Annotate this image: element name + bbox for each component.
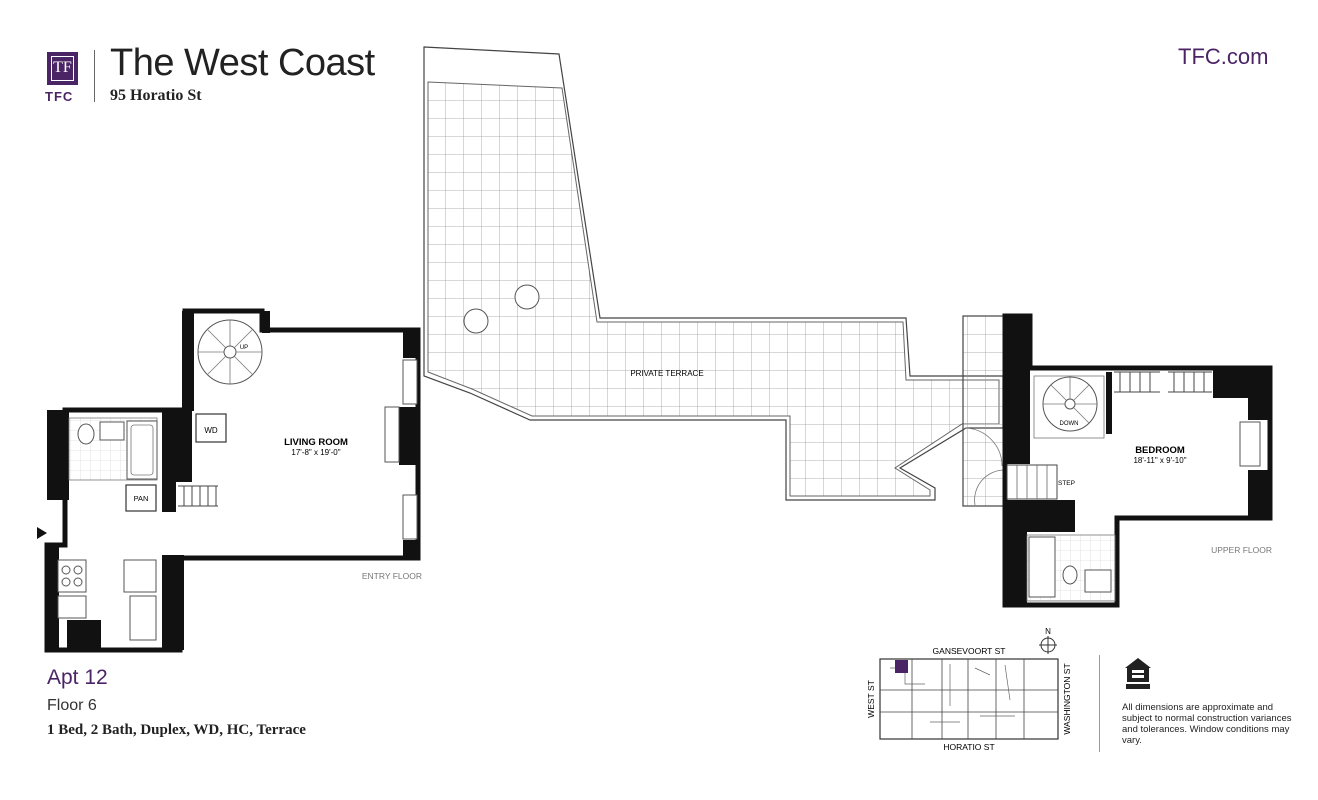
entry-floor-label: ENTRY FLOOR xyxy=(362,571,422,581)
step-label: STEP xyxy=(1058,480,1075,487)
header-divider xyxy=(94,50,95,102)
upper-floor-plan xyxy=(1002,313,1273,608)
bedroom-dims: 18'-11" x 9'-10" xyxy=(1133,456,1186,465)
street-horatio: HORATIO ST xyxy=(943,742,994,752)
spiral-stair-up xyxy=(197,319,263,385)
upper-floor-label: UPPER FLOOR xyxy=(1211,545,1272,555)
living-room-label: LIVING ROOM xyxy=(284,437,348,448)
street-gansevoort: GANSEVOORT ST xyxy=(933,646,1006,656)
disclaimer-text: All dimensions are approximate and subje… xyxy=(1122,702,1292,746)
bedroom-label: BEDROOM xyxy=(1135,445,1185,456)
down-label: DOWN xyxy=(1060,421,1079,427)
terrace-label: PRIVATE TERRACE xyxy=(630,369,703,378)
equal-housing-icon xyxy=(1125,658,1151,689)
up-label: UP xyxy=(240,345,248,351)
tfc-logo: TF xyxy=(47,52,78,85)
disclaimer-divider xyxy=(1099,655,1100,752)
logo-monogram: TF xyxy=(51,56,74,81)
entry-floor-plan xyxy=(37,308,421,653)
website-link[interactable]: TFC.com xyxy=(1178,44,1269,69)
street-washington: WASHINGTON ST xyxy=(1062,663,1072,734)
north-label: N xyxy=(1045,627,1051,636)
building-title: The West Coast xyxy=(110,42,375,84)
street-west: WEST ST xyxy=(866,680,876,718)
logo-text: TFC xyxy=(45,89,74,104)
key-map: N GANSEVOORT ST HORATIO ST WEST ST WASHI… xyxy=(866,627,1072,752)
wd-label: WD xyxy=(204,426,218,435)
apartment-details: 1 Bed, 2 Bath, Duplex, WD, HC, Terrace xyxy=(47,722,306,738)
living-room-dims: 17'-8" x 19'-0" xyxy=(291,448,340,457)
building-location-marker xyxy=(895,660,908,673)
pantry-label: PAN xyxy=(134,494,149,503)
apartment-unit: Apt 12 xyxy=(47,666,108,689)
spiral-stair-down xyxy=(1033,375,1105,439)
entry-arrow-icon xyxy=(37,527,47,539)
building-address: 95 Horatio St xyxy=(110,87,202,104)
private-terrace xyxy=(423,46,1006,507)
apartment-floor: Floor 6 xyxy=(47,697,97,714)
